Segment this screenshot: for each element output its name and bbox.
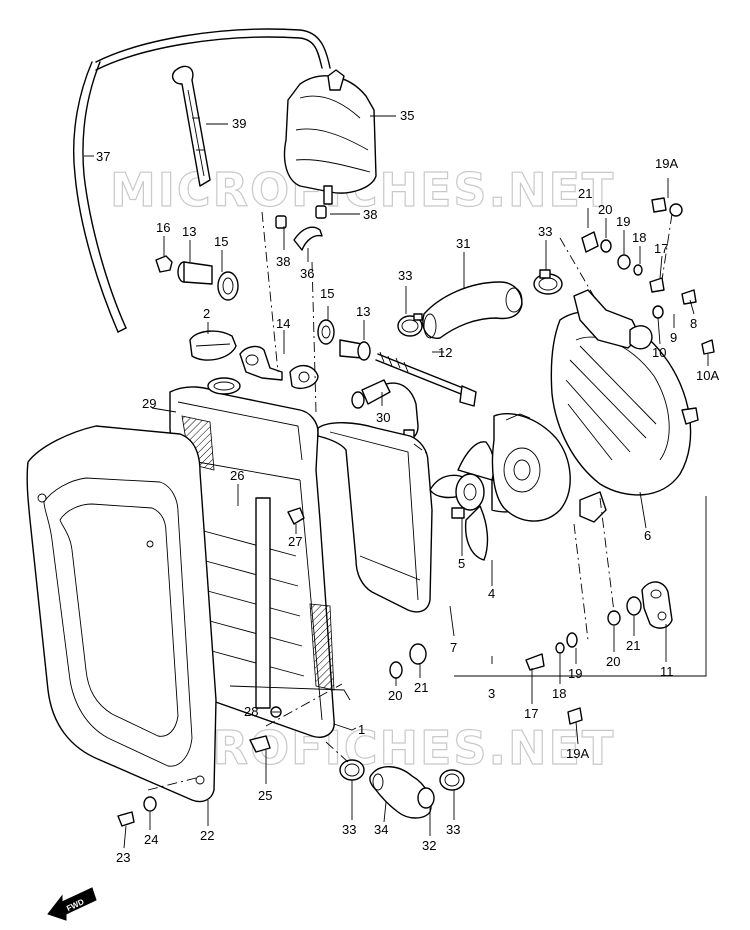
label-36: 36 xyxy=(300,266,314,281)
label-13: 13 xyxy=(182,224,196,239)
label-39: 39 xyxy=(232,116,246,131)
label-21: 21 xyxy=(626,638,640,653)
label-34: 34 xyxy=(374,822,388,837)
bracket-14 xyxy=(239,345,319,390)
hardware-right-lower xyxy=(389,596,642,725)
label-33: 33 xyxy=(398,268,412,283)
label-6: 6 xyxy=(644,528,651,543)
bolt-12 xyxy=(375,351,477,407)
fan-shroud-side xyxy=(317,422,433,613)
label-4: 4 xyxy=(488,586,495,601)
label-17: 17 xyxy=(524,706,538,721)
side-cover-22 xyxy=(26,425,217,803)
strap-39 xyxy=(171,65,211,187)
part-labels: 37 39 35 38 38 36 16 13 15 2 14 15 13 33… xyxy=(96,108,719,865)
forward-arrow-icon: FWD xyxy=(47,887,97,921)
reservoir-tank-35 xyxy=(283,69,377,205)
label-19: 19 xyxy=(568,666,582,681)
label-33: 33 xyxy=(446,822,460,837)
label-17: 17 xyxy=(654,241,668,256)
label-2: 2 xyxy=(203,306,210,321)
label-23: 23 xyxy=(116,850,130,865)
label-31: 31 xyxy=(456,236,470,251)
radiator-hose-31 xyxy=(422,281,523,339)
fan-shroud-6 xyxy=(550,289,699,523)
label-18: 18 xyxy=(632,230,646,245)
label-29: 29 xyxy=(142,396,156,411)
label-10: 10 xyxy=(652,345,666,360)
bolt-27 xyxy=(287,507,305,525)
label-20: 20 xyxy=(606,654,620,669)
label-16: 16 xyxy=(156,220,170,235)
label-27: 27 xyxy=(288,534,302,549)
bushing-set-lower xyxy=(317,319,371,361)
bracket-11 xyxy=(641,581,673,629)
label-9: 9 xyxy=(670,330,677,345)
label-19: 19 xyxy=(616,214,630,229)
label-14: 14 xyxy=(276,316,290,331)
fan-blade-4 xyxy=(429,441,529,561)
label-15: 15 xyxy=(214,234,228,249)
fan-motor xyxy=(491,413,571,522)
label-35: 35 xyxy=(400,108,414,123)
label-13: 13 xyxy=(356,304,370,319)
hose-clamp-33a xyxy=(397,313,423,337)
label-7: 7 xyxy=(450,640,457,655)
label-20: 20 xyxy=(598,202,612,217)
hose-36 xyxy=(275,205,327,251)
label-5: 5 xyxy=(458,556,465,571)
label-38: 38 xyxy=(276,254,290,269)
hose-clamp-33b xyxy=(533,269,563,295)
label-30: 30 xyxy=(376,410,390,425)
label-8: 8 xyxy=(690,316,697,331)
label-18: 18 xyxy=(552,686,566,701)
label-21: 21 xyxy=(414,680,428,695)
thermo-switch-30 xyxy=(351,379,419,443)
bushing-set-upper xyxy=(155,255,239,301)
label-15: 15 xyxy=(320,286,334,301)
hardware-right-upper xyxy=(581,197,715,355)
label-12: 12 xyxy=(438,345,452,360)
label-3: 3 xyxy=(488,686,495,701)
label-24: 24 xyxy=(144,832,158,847)
label-25: 25 xyxy=(258,788,272,803)
hardware-left-lower xyxy=(117,796,157,827)
label-32: 32 xyxy=(422,838,436,853)
label-1: 1 xyxy=(358,722,365,737)
hose-37 xyxy=(72,28,331,333)
radiator-cap-2 xyxy=(189,330,237,361)
label-33: 33 xyxy=(342,822,356,837)
label-28: 28 xyxy=(244,704,258,719)
lower-hose-set xyxy=(339,759,465,819)
label-20: 20 xyxy=(388,688,402,703)
label-19A: 19A xyxy=(655,156,678,171)
label-38: 38 xyxy=(363,207,377,222)
label-22: 22 xyxy=(200,828,214,843)
label-11: 11 xyxy=(660,664,674,679)
label-19A: 19A xyxy=(566,746,589,761)
label-33: 33 xyxy=(538,224,552,239)
leader-lines xyxy=(84,115,709,849)
label-26: 26 xyxy=(230,468,244,483)
label-37: 37 xyxy=(96,149,110,164)
label-10A: 10A xyxy=(696,368,719,383)
label-21: 21 xyxy=(578,186,592,201)
